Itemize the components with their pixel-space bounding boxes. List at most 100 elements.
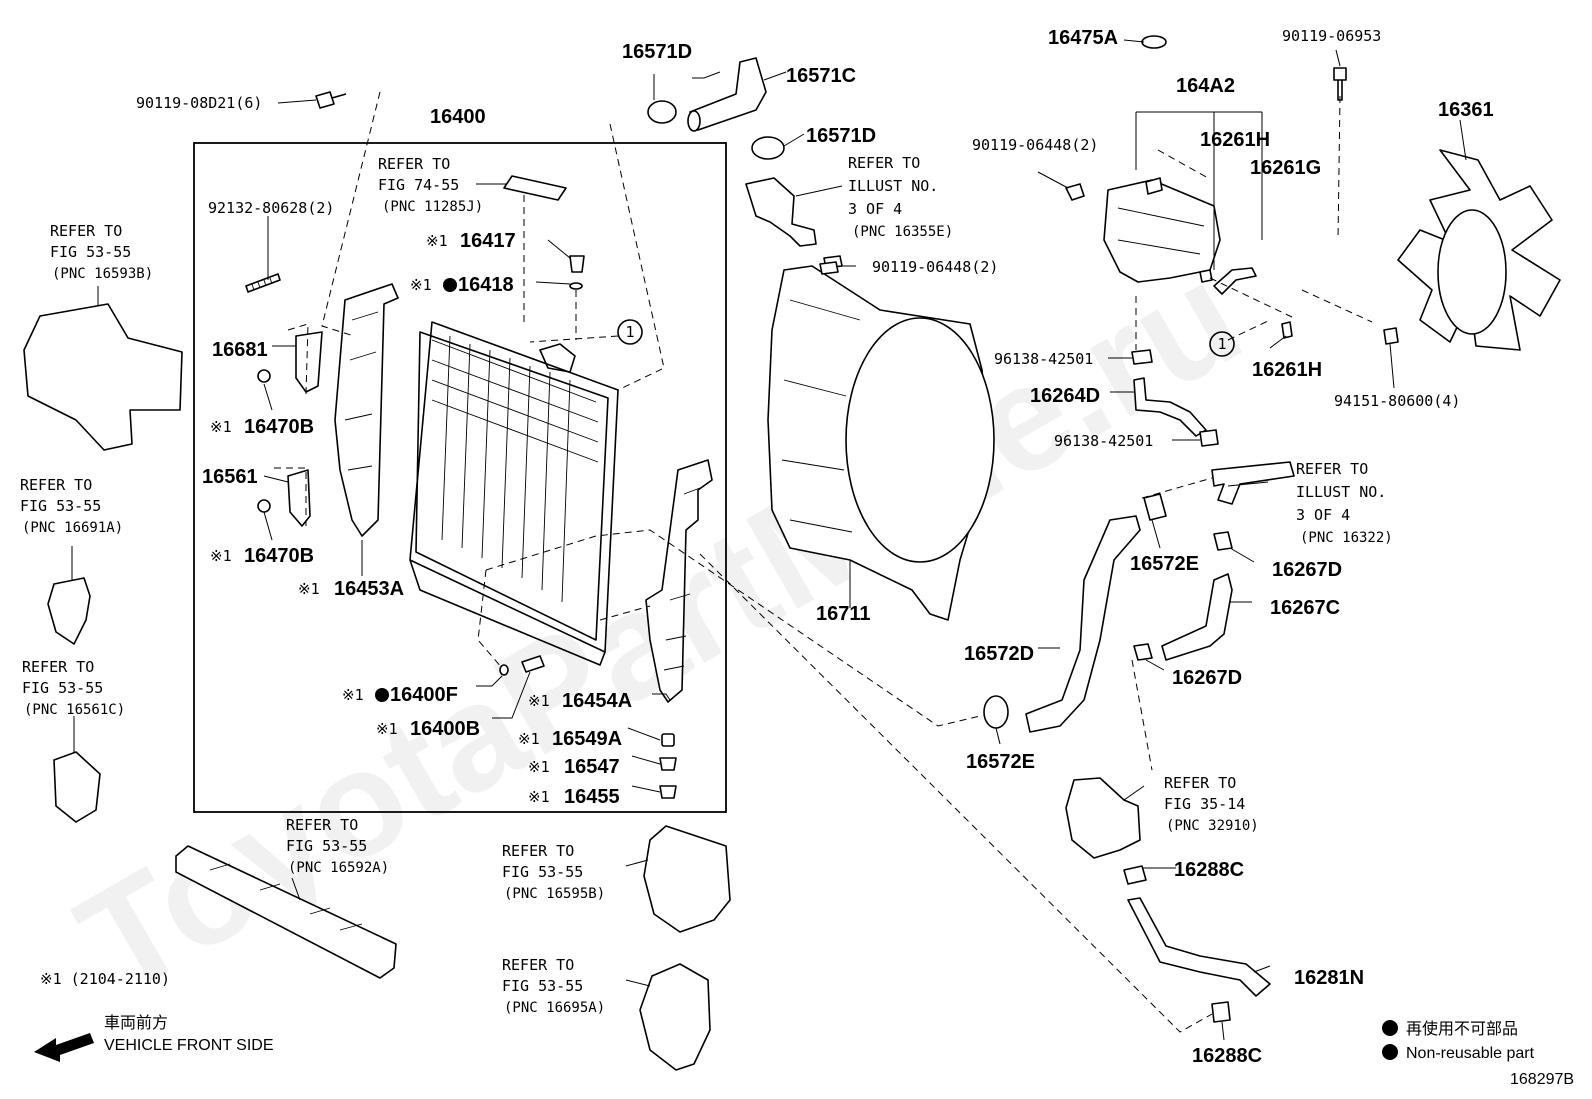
label-16264D: 16264D [1030, 385, 1100, 407]
front-arrow-icon [34, 1033, 94, 1062]
radiator-assembly-box [193, 142, 727, 813]
label-96138-42501-upper: 96138-42501 [994, 350, 1093, 368]
footnote: ※1 (2104-2110) [40, 970, 170, 988]
bolt-90119-06953-drawing [1333, 67, 1347, 101]
assembly-lines [274, 91, 1373, 1033]
refer-pnc-16595B: REFER TO FIG 53-55 (PNC 16595B) [502, 842, 605, 902]
svg-text:1: 1 [1217, 335, 1226, 353]
radiator-core-drawing [409, 321, 619, 666]
label-16681: 16681 [212, 339, 268, 361]
cushion-16549A-drawing [661, 733, 675, 747]
label-16571D-lower: 16571D [806, 125, 876, 147]
label-16547: 16547 [564, 756, 620, 778]
clamp-96138-upper-drawing [1131, 349, 1153, 365]
label-16549A: 16549A [552, 728, 622, 750]
non-reusable-dot-16418 [443, 278, 457, 292]
label-16475A: 16475A [1048, 27, 1118, 49]
label-16361: 16361 [1438, 99, 1494, 121]
label-92132-80628: 92132-80628(2) [208, 199, 334, 217]
bolt-90119-08D21-drawing [315, 91, 347, 109]
leader-lines [71, 39, 1467, 1041]
label-16261G: 16261G [1250, 157, 1321, 179]
svg-text:1: 1 [625, 323, 634, 341]
mark-16470B-upper: ※1 [210, 418, 232, 436]
hose-16264D-drawing [1133, 377, 1207, 437]
o-ring-16418-drawing [569, 282, 583, 290]
mark-16455: ※1 [528, 788, 550, 806]
mark-16418: ※1 [410, 276, 432, 294]
clamp-16261H-lower-drawing [1281, 321, 1293, 339]
legend-en: Non-reusable part [1406, 1045, 1535, 1062]
bracket-16681-drawing [295, 331, 323, 393]
refer-fig-74-55: REFER TO FIG 74-55 (PNC 11285J) [378, 155, 483, 215]
clamp-16288C-upper-drawing [1123, 865, 1147, 885]
drain-cock-16417-drawing [569, 255, 585, 273]
figure-id: 168297B [1510, 1071, 1574, 1088]
clip-16470B-lower-drawing [257, 499, 271, 513]
label-16454A: 16454A [562, 690, 632, 712]
label-16571D-upper: 16571D [622, 41, 692, 63]
refer-pnc-16355E: REFER TO ILLUST NO. 3 OF 4 (PNC 16355E) [848, 154, 953, 240]
front-label-jp: 車両前方 [104, 1014, 168, 1032]
nut-94151-drawing [1383, 327, 1399, 345]
cover-16561C-drawing [53, 751, 101, 823]
stud-bolt-drawing [245, 273, 281, 293]
cover-16695A-drawing [639, 963, 711, 1071]
label-16288C-lower: 16288C [1192, 1045, 1262, 1067]
pipe-16322-drawing [1211, 461, 1295, 505]
water-outlet-drawing [745, 177, 817, 247]
refer-pnc-32910: REFER TO FIG 35-14 (PNC 32910) [1164, 774, 1259, 834]
radiator-side-support-right-drawing [645, 459, 713, 703]
bolt-90119-06448-shroud-drawing [819, 261, 839, 275]
label-16281N: 16281N [1294, 967, 1364, 989]
refer-pnc-16322: REFER TO ILLUST NO. 3 OF 4 (PNC 16322) [1296, 460, 1395, 546]
label-94151-80600: 94151-80600(4) [1334, 392, 1460, 410]
label-16261H-lower: 16261H [1252, 359, 1322, 381]
hose-16261G-drawing [1213, 267, 1257, 295]
refer-pnc-16592A: REFER TO FIG 53-55 (PNC 16592A) [286, 816, 389, 876]
label-16267D-upper: 16267D [1272, 559, 1342, 581]
mark-16549A: ※1 [518, 730, 540, 748]
clip-16470B-upper-drawing [257, 369, 271, 383]
label-16561: 16561 [202, 466, 258, 488]
label-96138-42501-lower: 96138-42501 [1054, 432, 1153, 450]
label-16267C: 16267C [1270, 597, 1340, 619]
label-16711: 16711 [816, 603, 871, 625]
legend-dot-jp [1382, 1020, 1398, 1036]
mark-16547: ※1 [528, 758, 550, 776]
refer-pnc-16695A: REFER TO FIG 53-55 (PNC 16695A) [502, 956, 605, 1016]
label-16470B-upper: 16470B [244, 416, 314, 438]
clamp-16572E-upper-drawing [1143, 493, 1167, 521]
bolt-90119-06448-tank-drawing [1065, 183, 1085, 201]
clamp-16572E-lower-drawing [983, 695, 1009, 729]
support-16592A-drawing [175, 845, 397, 979]
label-16455: 16455 [564, 786, 620, 808]
clamp-16267D-lower-drawing [1133, 643, 1153, 661]
bracket-16561-drawing [287, 469, 311, 527]
oil-cooler-drawing [1065, 777, 1141, 859]
label-16417: 16417 [460, 230, 516, 252]
non-reusable-dot-16400F [375, 688, 389, 702]
clamp-16261H-upper-drawing [1199, 269, 1213, 283]
label-16453A: 16453A [334, 578, 404, 600]
clamp-96138-lower-drawing [1199, 429, 1219, 447]
label-16261H-upper: 16261H [1200, 129, 1270, 151]
label-90119-06953: 90119-06953 [1282, 27, 1381, 45]
clamp-16288C-lower-drawing [1211, 1001, 1231, 1023]
label-16400: 16400 [430, 106, 486, 128]
mark-16453A: ※1 [298, 580, 320, 598]
mark-16400B: ※1 [376, 720, 398, 738]
cover-16593B-drawing [23, 303, 183, 451]
drain-plug-16400B-drawing [521, 655, 545, 673]
clamp-16267D-upper-drawing [1213, 531, 1233, 551]
label-16418: 16418 [458, 274, 514, 296]
fan-shroud-16711-drawing [767, 255, 995, 621]
refer-pnc-16593B: REFER TO FIG 53-55 (PNC 16593B) [50, 222, 153, 282]
mark-16454A: ※1 [528, 692, 550, 710]
hose-16267C-drawing [1161, 573, 1233, 661]
label-16400F: 16400F [390, 684, 458, 706]
legend-jp: 再使用不可部品 [1406, 1020, 1518, 1038]
o-ring-16400F-drawing [499, 664, 509, 676]
label-90119-06448-tank: 90119-06448(2) [972, 136, 1098, 154]
mark-16400F: ※1 [342, 686, 364, 704]
